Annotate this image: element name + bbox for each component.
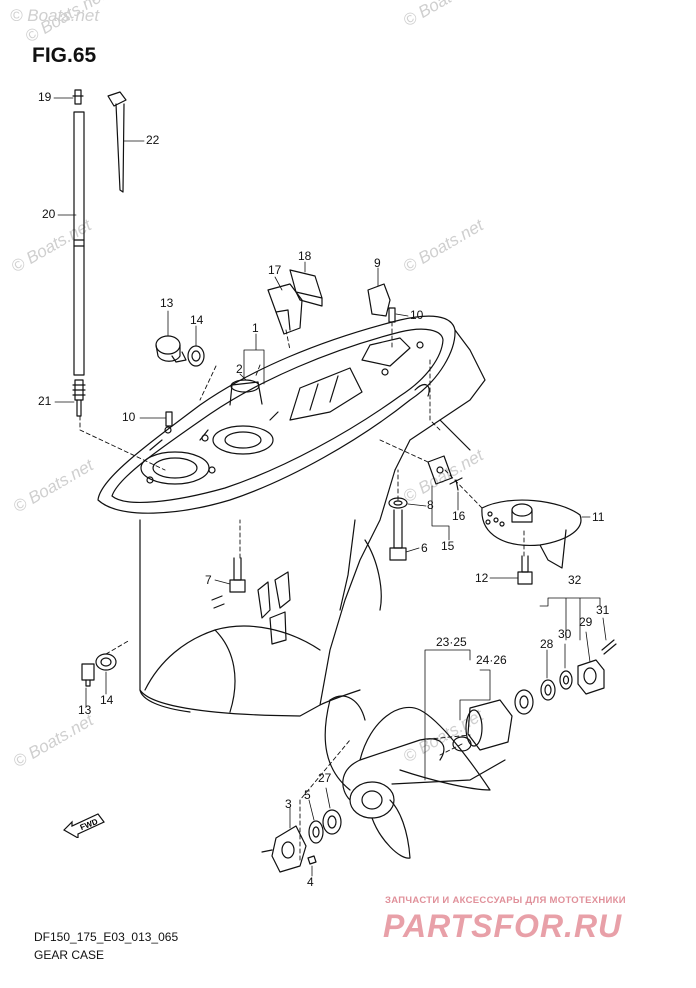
pin-4 — [307, 855, 317, 865]
callout-24-26: 24·26 — [476, 653, 507, 667]
part-9 — [367, 283, 391, 317]
spacer-24-26 — [514, 689, 534, 715]
cable-tie — [107, 91, 127, 193]
cotter-pin-31 — [601, 639, 617, 655]
bolt-16 — [449, 477, 463, 491]
callout-15: 15 — [441, 539, 455, 553]
callout-23-25: 23·25 — [436, 635, 467, 649]
bolt-12 — [517, 555, 533, 585]
bolt-6 — [389, 509, 407, 561]
callout-4: 4 — [307, 875, 314, 889]
nut-29 — [577, 659, 605, 695]
callout-13: 13 — [160, 296, 174, 310]
partsfor-logo: PARTSFOR.RU — [383, 908, 623, 944]
callout-31: 31 — [596, 603, 610, 617]
assembly-lines — [79, 321, 525, 861]
callout-18: 18 — [298, 249, 312, 263]
pin-10-upper — [388, 307, 396, 323]
callout-6: 6 — [421, 541, 428, 555]
parts-18-17 — [267, 269, 323, 335]
callout-10: 10 — [410, 308, 424, 322]
gear-case-housing — [97, 315, 486, 717]
washer-3-5-27 — [261, 809, 342, 873]
callout-2: 2 — [236, 362, 243, 376]
plug-13-14-lower — [81, 653, 117, 687]
callout-32: 32 — [568, 573, 582, 587]
callout-27: 27 — [318, 771, 332, 785]
callout-3: 3 — [285, 797, 292, 811]
callout-17: 17 — [268, 263, 282, 277]
bushing-23-25 — [452, 699, 513, 752]
callout-9: 9 — [374, 256, 381, 270]
anode-plate-15 — [427, 455, 453, 485]
drawing-code: DF150_175_E03_013_065 — [34, 930, 179, 944]
plug-13-14-upper — [155, 335, 205, 367]
pin-10-lower — [165, 411, 173, 427]
watermark: © Boats.net — [10, 6, 100, 25]
callout-14: 14 — [190, 313, 204, 327]
washer-28 — [540, 679, 556, 701]
callout-11: 11 — [592, 510, 605, 524]
leader-lines — [53, 97, 607, 877]
trim-tab-11 — [481, 499, 582, 569]
callout-14: 14 — [100, 693, 114, 707]
callout-29: 29 — [579, 615, 593, 629]
washer-30 — [559, 670, 573, 690]
callout-28: 28 — [540, 637, 554, 651]
promo-tagline: ЗАПЧАСТИ И АКСЕССУАРЫ ДЛЯ МОТОТЕХНИКИ — [385, 895, 626, 906]
bolt-7 — [229, 557, 246, 593]
figure-title: FIG.65 — [32, 44, 97, 67]
callout-8: 8 — [427, 498, 434, 512]
fwd-label: FWD — [79, 817, 99, 832]
callout-12: 12 — [475, 571, 489, 585]
callout-5: 5 — [304, 788, 311, 802]
callout-21: 21 — [38, 394, 52, 408]
forward-arrow-icon: FWD — [63, 813, 105, 838]
figure-caption: GEAR CASE — [34, 948, 105, 962]
drive-shaft — [72, 89, 86, 417]
callout-30: 30 — [558, 627, 572, 641]
callout-7: 7 — [205, 573, 212, 587]
callout-16: 16 — [452, 509, 466, 523]
callout-19: 19 — [38, 90, 52, 104]
callout-1: 1 — [252, 321, 259, 335]
callout-13: 13 — [78, 703, 92, 717]
callout-20: 20 — [42, 207, 56, 221]
callout-22: 22 — [146, 133, 160, 147]
propeller — [324, 695, 506, 859]
callout-10: 10 — [122, 410, 136, 424]
